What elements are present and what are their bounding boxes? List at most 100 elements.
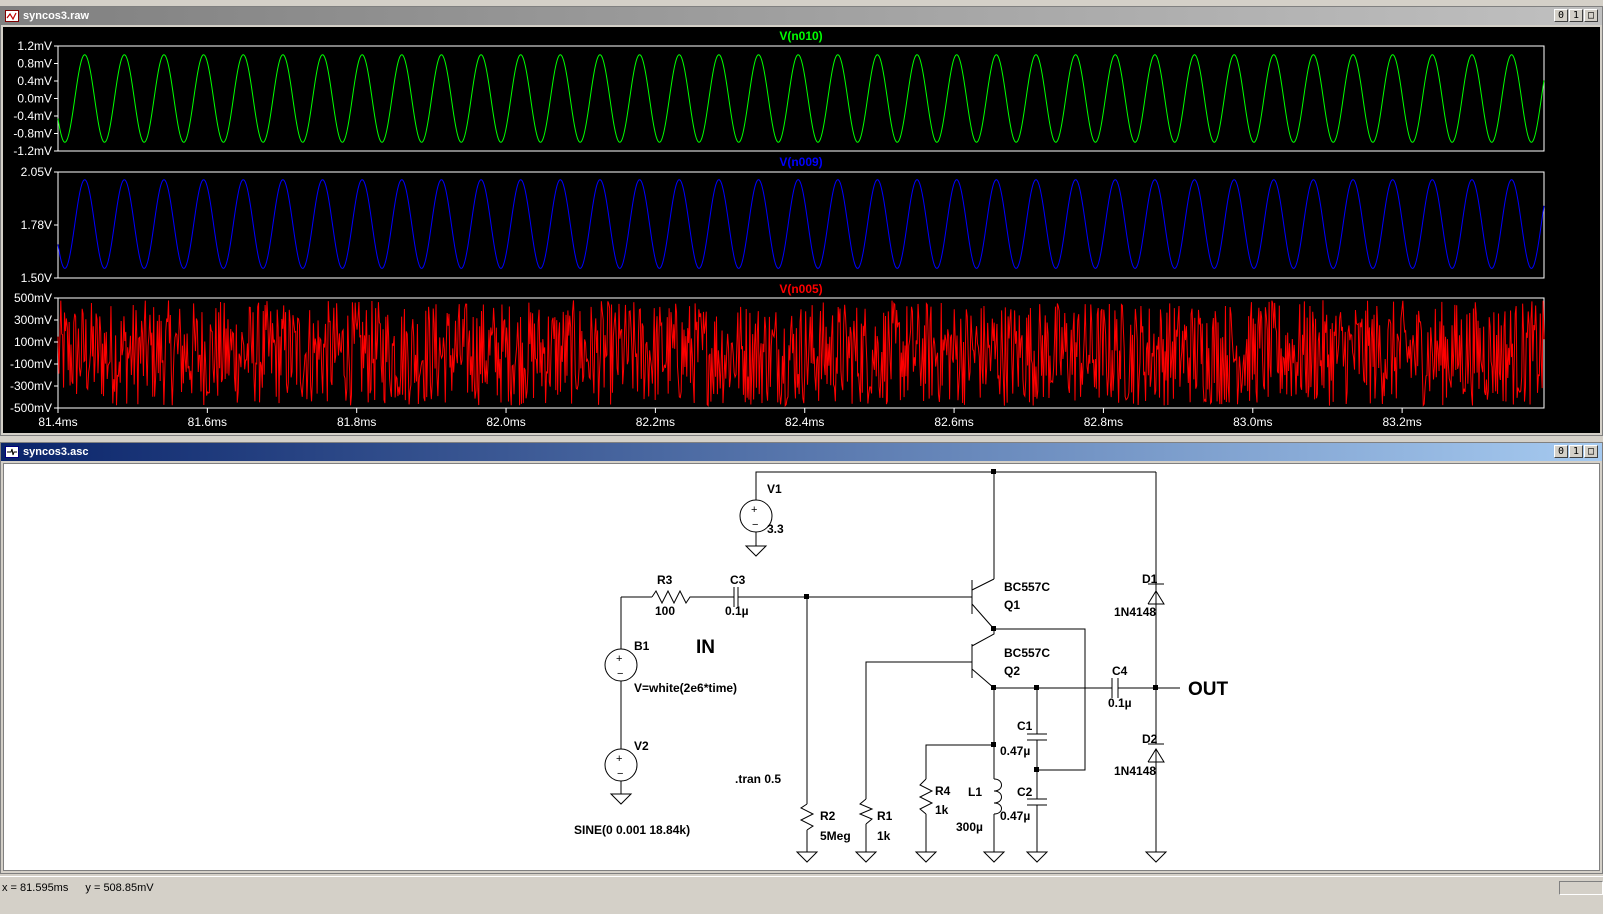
label-r1[interactable]: R1 [877,809,893,823]
label-b1[interactable]: B1 [634,639,650,653]
label-q2[interactable]: Q2 [1004,664,1020,678]
y-tick-label: 0.4mV [17,74,52,88]
value-c1[interactable]: 0.47µ [1000,744,1030,758]
value-c2[interactable]: 0.47µ [1000,809,1030,823]
junction [1034,767,1039,772]
value-r2[interactable]: 5Meg [820,829,851,843]
label-c1[interactable]: C1 [1017,719,1033,733]
resistor-r2-icon[interactable] [799,803,815,831]
label-r4[interactable]: R4 [935,784,951,798]
x-tick-label: 81.8ms [337,415,376,429]
diode-d2-icon[interactable] [1147,743,1165,763]
value-r3[interactable]: 100 [655,604,675,618]
trace-label-n005[interactable]: V(n005) [779,282,822,296]
voltage-source-v2-icon[interactable] [604,748,638,782]
net-label-out[interactable]: OUT [1188,679,1229,700]
value-v1[interactable]: 3.3 [767,522,784,536]
value-d1[interactable]: 1N4148 [1114,605,1156,619]
value-c3[interactable]: 0.1µ [725,604,749,618]
label-l1[interactable]: L1 [968,785,982,799]
label-v1[interactable]: V1 [767,482,782,496]
resistor-r1-icon[interactable] [858,798,874,825]
label-v2[interactable]: V2 [634,739,649,753]
plus-sign: + [616,653,622,665]
wire [971,578,995,591]
x-tick-label: 83.2ms [1382,415,1421,429]
x-tick-label: 81.4ms [38,415,77,429]
resistor-r3-icon[interactable] [651,589,694,605]
x-tick-label: 82.8ms [1084,415,1123,429]
restore-button[interactable]: 1 [1569,445,1583,458]
y-tick-label: 300mV [14,313,52,327]
wire [971,668,995,689]
waveform-window-titlebar[interactable]: syncos3.raw 0 1 □ [1,7,1602,25]
diode-d1-icon[interactable] [1147,583,1165,605]
wire [971,603,995,630]
plus-sign: + [751,504,757,516]
capacitor-c3-icon[interactable] [733,587,744,607]
y-tick-label: 1.50V [21,271,52,285]
schematic-drawing[interactable]: + − + − + − [4,464,1599,868]
y-tick-label: 2.05V [21,165,52,179]
junction [1153,685,1158,690]
inductor-l1-icon[interactable] [993,778,1002,815]
capacitor-c2-icon[interactable] [1027,798,1047,806]
spice-directive[interactable]: .tran 0.5 [735,772,781,786]
ground-icon [1144,851,1168,863]
wire [865,661,972,852]
waveform-window[interactable]: syncos3.raw 0 1 □ V(n010) 1.2mV 0.8mV 0.4m… [0,6,1603,436]
y-tick-label: 0.8mV [17,57,52,71]
maximize-button[interactable]: □ [1584,445,1598,458]
label-d1[interactable]: D1 [1142,572,1158,586]
trace-n010 [57,54,1545,143]
ground-icon [854,851,878,863]
label-c4[interactable]: C4 [1112,664,1128,678]
value-q2[interactable]: BC557C [1004,646,1050,660]
label-c2[interactable]: C2 [1017,785,1033,799]
capacitor-c1-icon[interactable] [1027,733,1047,741]
y-tick-label: 1.2mV [17,39,52,53]
value-q1[interactable]: BC557C [1004,580,1050,594]
pane-frame-n009 [57,171,1545,279]
label-d2[interactable]: D2 [1142,732,1158,746]
schematic-window-titlebar[interactable]: syncos3.asc 0 1 □ [1,443,1602,461]
value-v2[interactable]: SINE(0 0.001 18.84k) [574,823,690,837]
y-tick-label: -300mV [10,379,52,393]
net-label-in[interactable]: IN [696,637,715,658]
resize-grip[interactable] [1559,881,1603,895]
wire [755,471,1156,502]
pane-frame-n010 [57,45,1545,152]
label-r2[interactable]: R2 [820,809,836,823]
minimize-button[interactable]: 0 [1554,445,1568,458]
trace-label-n010[interactable]: V(n010) [779,29,822,43]
capacitor-c4-icon[interactable] [1111,678,1122,698]
label-r3[interactable]: R3 [657,573,673,587]
junction [991,626,996,631]
schematic-window-title: syncos3.asc [23,446,89,458]
voltage-source-v1-icon[interactable] [739,499,773,533]
schematic-canvas[interactable]: + − + − + − [3,463,1600,871]
ground-icon [609,793,633,805]
value-r4[interactable]: 1k [935,803,949,817]
restore-button[interactable]: 1 [1569,9,1583,22]
waveform-plot[interactable]: V(n010) 1.2mV0.8mV0.4mV0.0mV-0.4mV-0.8mV… [3,27,1600,433]
junction [991,742,996,747]
junction [991,469,996,474]
label-c3[interactable]: C3 [730,573,746,587]
value-r1[interactable]: 1k [877,829,891,843]
x-tick-label: 82.0ms [486,415,525,429]
value-d2[interactable]: 1N4148 [1114,764,1156,778]
minimize-button[interactable]: 0 [1554,9,1568,22]
resistor-r4-icon[interactable] [918,778,934,815]
value-b1[interactable]: V=white(2e6*time) [634,681,737,695]
voltage-source-b1-icon[interactable] [604,648,638,682]
minus-sign: − [617,668,623,680]
trace-label-n009[interactable]: V(n009) [779,155,822,169]
label-q1[interactable]: Q1 [1004,598,1020,612]
y-tick-label: 100mV [14,335,52,349]
value-l1[interactable]: 300µ [956,820,983,834]
value-c4[interactable]: 0.1µ [1108,696,1132,710]
maximize-button[interactable]: □ [1584,9,1598,22]
schematic-window[interactable]: syncos3.asc 0 1 □ [0,442,1603,874]
